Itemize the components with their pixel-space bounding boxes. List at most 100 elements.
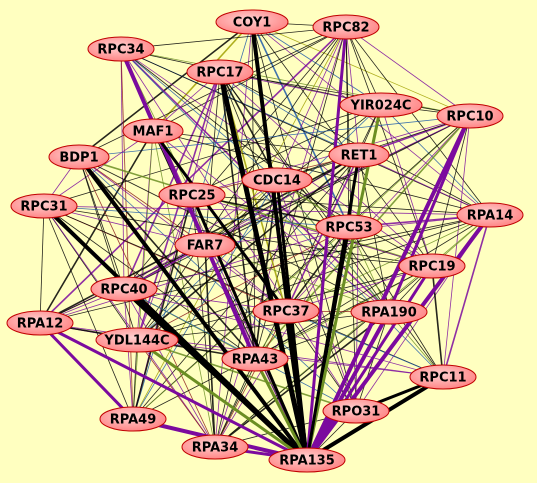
node-label: RPA190 bbox=[361, 306, 417, 321]
node-shape bbox=[339, 92, 423, 118]
heavy-edge-rpc82-rpa135 bbox=[305, 25, 348, 462]
edge-rpc34-rpc40 bbox=[120, 48, 125, 290]
edge-rpa14-rpc40 bbox=[123, 214, 491, 290]
heavy-edge-rpc40-rpa135 bbox=[121, 286, 310, 463]
edge-maf1-rpa12 bbox=[39, 130, 154, 324]
node-shape bbox=[312, 14, 380, 40]
node-coy1[interactable]: COY1 bbox=[215, 9, 289, 35]
edge-rpc37-rpc11 bbox=[285, 310, 444, 378]
node-ydl144c[interactable]: YDL144C bbox=[95, 327, 179, 353]
node-ret1[interactable]: RET1 bbox=[328, 142, 390, 168]
node-shape bbox=[6, 310, 74, 336]
edge-rpc82-ret1 bbox=[345, 26, 360, 156]
node-rpc25[interactable]: RPC25 bbox=[158, 182, 226, 208]
edge-rpc53-rpa12 bbox=[39, 226, 350, 324]
node-far7[interactable]: FAR7 bbox=[174, 232, 236, 258]
heavy-edge-rpa12-rpa135 bbox=[38, 321, 309, 462]
edge-rpc10-rpc19 bbox=[431, 115, 471, 267]
edge-rpc31-rpa34 bbox=[43, 205, 216, 448]
edge-bdp1-rpc40 bbox=[78, 156, 125, 290]
node-shape bbox=[241, 167, 313, 193]
node-rpc40[interactable]: RPC40 bbox=[90, 276, 158, 302]
edge-rpc53-rpc37 bbox=[285, 226, 350, 312]
heavy-edge-rpa190-rpa135 bbox=[305, 310, 391, 462]
node-rpa12[interactable]: RPA12 bbox=[6, 310, 74, 336]
node-rpc82[interactable]: RPC82 bbox=[312, 14, 380, 40]
edge-rpc10-rpc37 bbox=[285, 115, 471, 312]
node-rpc11[interactable]: RPC11 bbox=[409, 364, 477, 390]
node-label: CDC14 bbox=[253, 174, 301, 189]
edge-rpc40-rpa34 bbox=[123, 288, 216, 448]
node-shape bbox=[322, 398, 390, 424]
edge-yir024c-rpc31 bbox=[43, 104, 382, 207]
node-label: RPC19 bbox=[408, 260, 455, 275]
node-cdc14[interactable]: CDC14 bbox=[241, 167, 313, 193]
edge-rpc82-cdc14 bbox=[276, 26, 347, 181]
edge-coy1-yir024c bbox=[251, 21, 382, 106]
edge-ret1-rpa14 bbox=[358, 154, 491, 216]
node-rpc53[interactable]: RPC53 bbox=[315, 214, 383, 240]
edge-rpc34-rpa49 bbox=[120, 48, 134, 420]
edge-rpc10-rpc40 bbox=[123, 115, 471, 290]
node-shape bbox=[158, 182, 226, 208]
node-rpa190[interactable]: RPA190 bbox=[350, 299, 428, 325]
node-bdp1[interactable]: BDP1 bbox=[48, 144, 110, 170]
edge-rpc10-rpa49 bbox=[132, 115, 471, 420]
node-rpo31[interactable]: RPO31 bbox=[322, 398, 390, 424]
node-shape bbox=[90, 276, 158, 302]
edge-rpc17-far7 bbox=[204, 71, 221, 246]
node-shape bbox=[186, 59, 254, 85]
edge-coy1-bdp1 bbox=[78, 21, 253, 158]
node-label: RPA12 bbox=[17, 317, 64, 332]
edge-rpc10-rpc11 bbox=[442, 115, 471, 378]
edge-bdp1-rpc19 bbox=[78, 156, 433, 267]
edge-maf1-rpc31 bbox=[43, 130, 154, 207]
edge-coy1-rpc19 bbox=[251, 21, 433, 267]
heavy-edge-rpc37-rpa135 bbox=[284, 309, 309, 462]
edge-ret1-ydl144c bbox=[136, 154, 360, 341]
node-label: RPO31 bbox=[332, 405, 381, 420]
edge-rpc17-rpa190 bbox=[219, 71, 390, 313]
node-rpc19[interactable]: RPC19 bbox=[398, 253, 466, 279]
node-rpa34[interactable]: RPA34 bbox=[181, 434, 249, 460]
node-shape bbox=[456, 202, 524, 228]
heavy-edge-rpc10-rpa190 bbox=[387, 114, 472, 314]
node-rpc10[interactable]: RPC10 bbox=[436, 103, 504, 129]
node-maf1[interactable]: MAF1 bbox=[122, 118, 184, 144]
heavy-edge-rpa12-rpa49 bbox=[38, 321, 135, 421]
edge-rpc82-rpc40 bbox=[123, 26, 347, 290]
node-rpa49[interactable]: RPA49 bbox=[99, 406, 167, 432]
node-label: RPC82 bbox=[322, 21, 369, 36]
node-shape bbox=[174, 232, 236, 258]
edge-yir024c-ydl144c bbox=[136, 104, 382, 341]
node-shape bbox=[122, 118, 184, 144]
node-rpc34[interactable]: RPC34 bbox=[87, 36, 155, 62]
node-label: RPC34 bbox=[97, 43, 144, 58]
node-rpc17[interactable]: RPC17 bbox=[186, 59, 254, 85]
node-label: RPC17 bbox=[196, 66, 243, 81]
node-label: RPC10 bbox=[446, 110, 493, 125]
edge-rpc25-rpc19 bbox=[191, 194, 433, 267]
node-shape bbox=[181, 434, 249, 460]
edge-rpc82-maf1 bbox=[152, 26, 347, 132]
node-label: YIR024C bbox=[350, 99, 412, 114]
heavy-edge-ydl144c-rpa135 bbox=[135, 338, 309, 462]
edge-coy1-rpo31 bbox=[251, 21, 357, 412]
node-label: FAR7 bbox=[187, 239, 224, 254]
edge-coy1-rpc53 bbox=[251, 21, 350, 228]
edge-far7-rpc19 bbox=[204, 244, 433, 267]
node-shape bbox=[252, 298, 320, 324]
edge-coy1-rpa14 bbox=[251, 21, 491, 216]
heavy-edge-rpa14-rpa135 bbox=[305, 213, 492, 462]
node-rpc37[interactable]: RPC37 bbox=[252, 298, 320, 324]
node-label: YDL144C bbox=[103, 334, 169, 349]
edge-bdp1-far7 bbox=[78, 156, 206, 246]
node-rpa135[interactable]: RPA135 bbox=[268, 447, 346, 473]
node-label: RPC37 bbox=[262, 305, 309, 320]
node-rpa14[interactable]: RPA14 bbox=[456, 202, 524, 228]
node-label: RPC31 bbox=[20, 200, 67, 215]
node-yir024c[interactable]: YIR024C bbox=[339, 92, 423, 118]
node-rpa43[interactable]: RPA43 bbox=[221, 346, 289, 372]
node-rpc31[interactable]: RPC31 bbox=[10, 193, 78, 219]
node-label: RPC53 bbox=[325, 221, 372, 236]
